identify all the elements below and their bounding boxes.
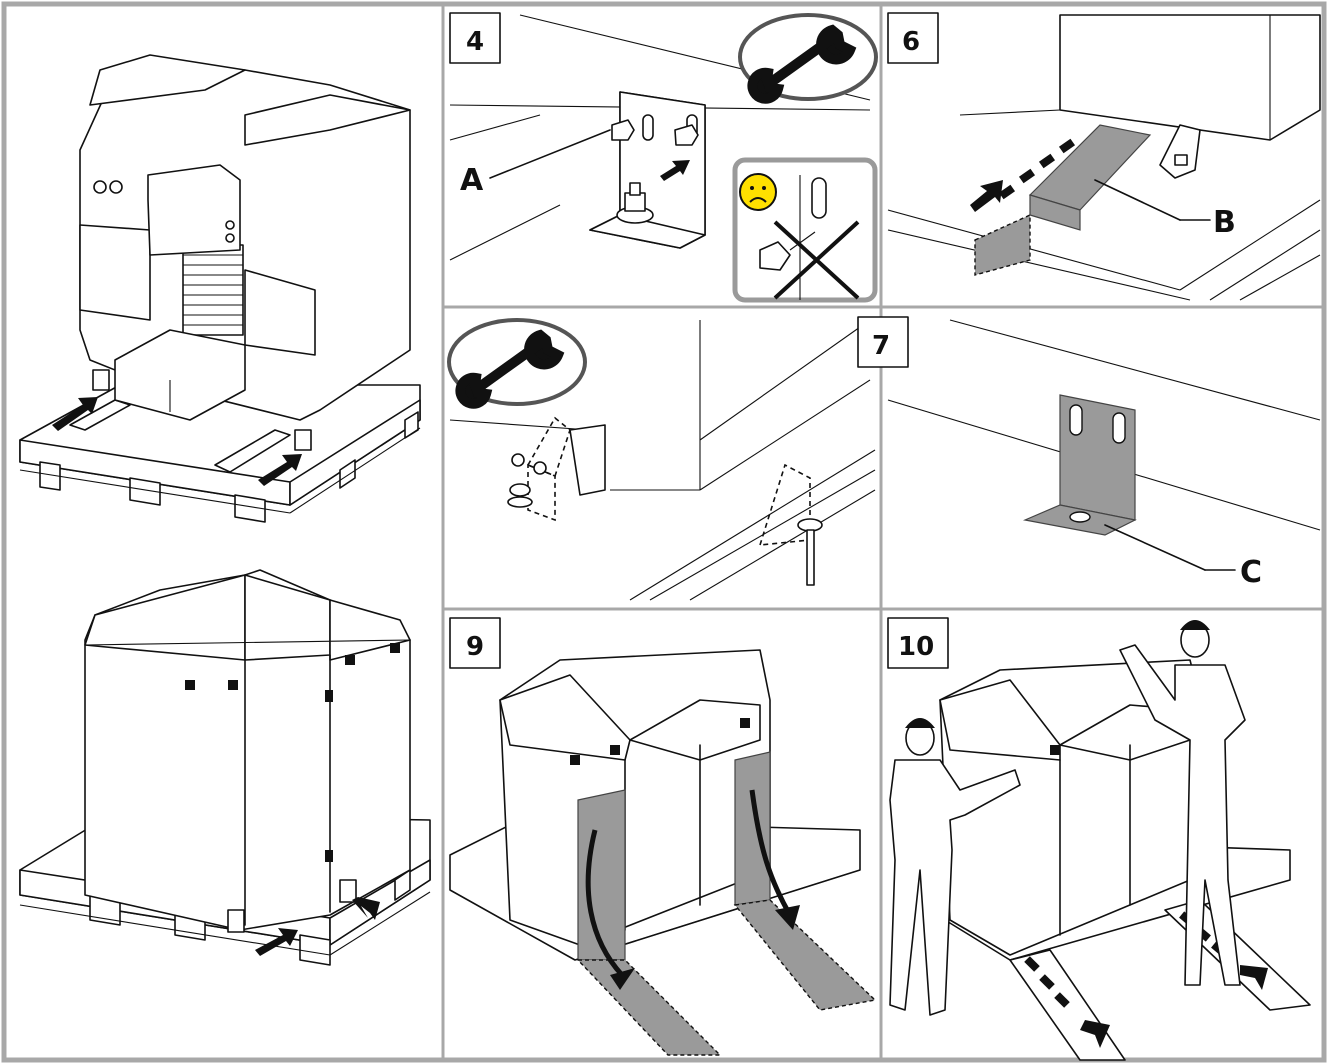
person-left xyxy=(889,718,1021,1016)
step-number-6: 6 xyxy=(902,27,920,57)
panel-step-4: 4 A xyxy=(449,12,878,303)
panel-step-6: 6 B xyxy=(887,12,1321,301)
callout-B: B xyxy=(1213,205,1236,240)
panel-step-9: 9 xyxy=(449,617,877,1056)
sad-face-icon xyxy=(739,173,777,211)
person-right xyxy=(1119,620,1246,986)
wrench-icon xyxy=(747,24,857,104)
panel-step-7: 7 C xyxy=(857,316,1321,590)
cross-icon xyxy=(773,220,860,300)
packed-machine-on-pallet xyxy=(19,569,431,966)
machine-on-pallet-top xyxy=(19,54,421,523)
callout-C: C xyxy=(1240,555,1262,590)
callout-A: A xyxy=(460,163,484,198)
arrow-icon xyxy=(970,180,1003,212)
panel-step-5 xyxy=(447,318,876,601)
panel-step-10: 10 xyxy=(887,617,1311,1061)
wrench-icon xyxy=(455,329,565,409)
step-number-9: 9 xyxy=(466,632,484,662)
step-number-4: 4 xyxy=(466,27,484,57)
step-number-10: 10 xyxy=(898,632,934,662)
step-number-7: 7 xyxy=(872,331,890,361)
